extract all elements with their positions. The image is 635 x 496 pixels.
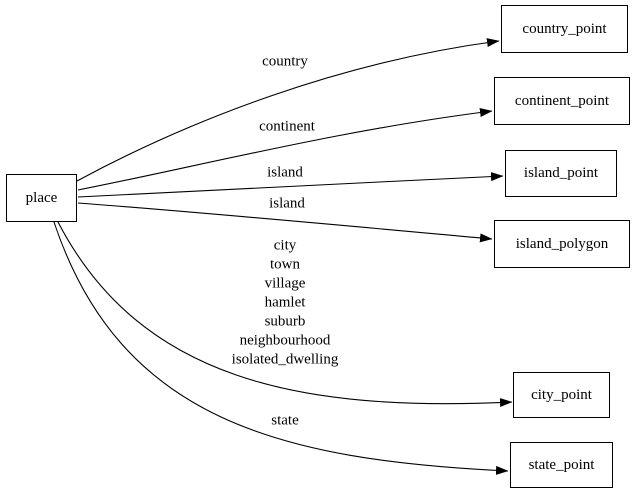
node-label: continent_point <box>514 92 610 109</box>
edge-place-to-island-polygon <box>77 202 493 243</box>
node-label: state_point <box>528 456 595 473</box>
node-label: place <box>25 189 58 206</box>
node-state-point: state_point <box>510 442 613 488</box>
edge-place-to-city-point <box>57 221 513 408</box>
edge-label-country: country <box>262 53 308 70</box>
edge-place-to-country-point <box>76 38 500 182</box>
node-island-polygon: island_polygon <box>494 220 630 268</box>
node-label: island_polygon <box>515 235 609 252</box>
node-label: island_point <box>523 165 599 181</box>
node-city-point: city_point <box>513 372 610 418</box>
edge-label-state: state <box>271 412 299 429</box>
edge-label-island-polygon: island <box>269 195 305 212</box>
node-place: place <box>6 174 77 222</box>
node-country-point: country_point <box>501 5 628 53</box>
edge-label-island-point: island <box>267 164 303 181</box>
edge-label-continent: continent <box>259 118 315 135</box>
node-label: country_point <box>522 20 607 37</box>
node-label: city_point <box>531 386 592 403</box>
node-continent-point: continent_point <box>494 77 630 125</box>
edge-place-to-state-point <box>53 221 509 475</box>
node-island-point: island_point <box>505 150 617 197</box>
edge-place-to-continent-point <box>77 108 493 191</box>
edge-label-city-types: city town village hamlet suburb neighbou… <box>231 237 339 368</box>
edge-place-to-island-point <box>77 172 504 198</box>
